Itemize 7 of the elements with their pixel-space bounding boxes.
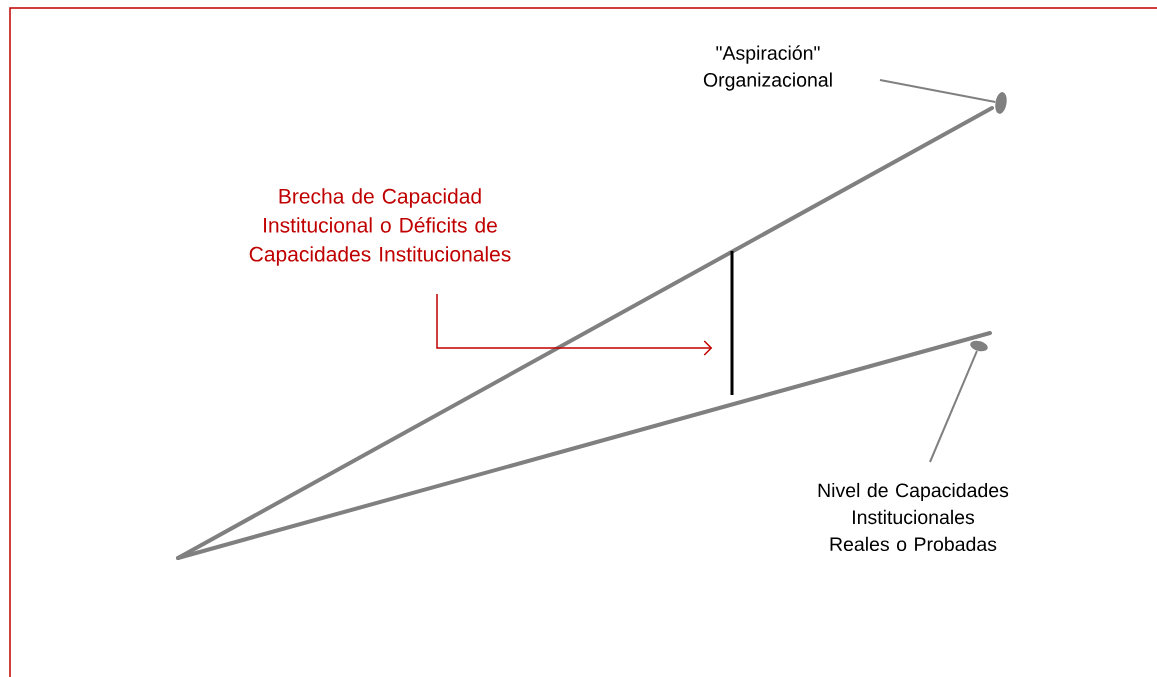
gap-label: Brecha de Capacidad Institucional o Déficits de Capacidades Institucionales — [249, 188, 511, 266]
annotation-text: Nivel de Capacidades Institucionales Reales o Probadas — [818, 482, 1009, 552]
leader-line — [879, 79, 997, 103]
leader-line — [929, 349, 978, 463]
bent-arrow — [436, 293, 713, 356]
gap-bar — [730, 251, 734, 395]
annotation-text: "Aspiración" Organizacional — [703, 45, 832, 91]
